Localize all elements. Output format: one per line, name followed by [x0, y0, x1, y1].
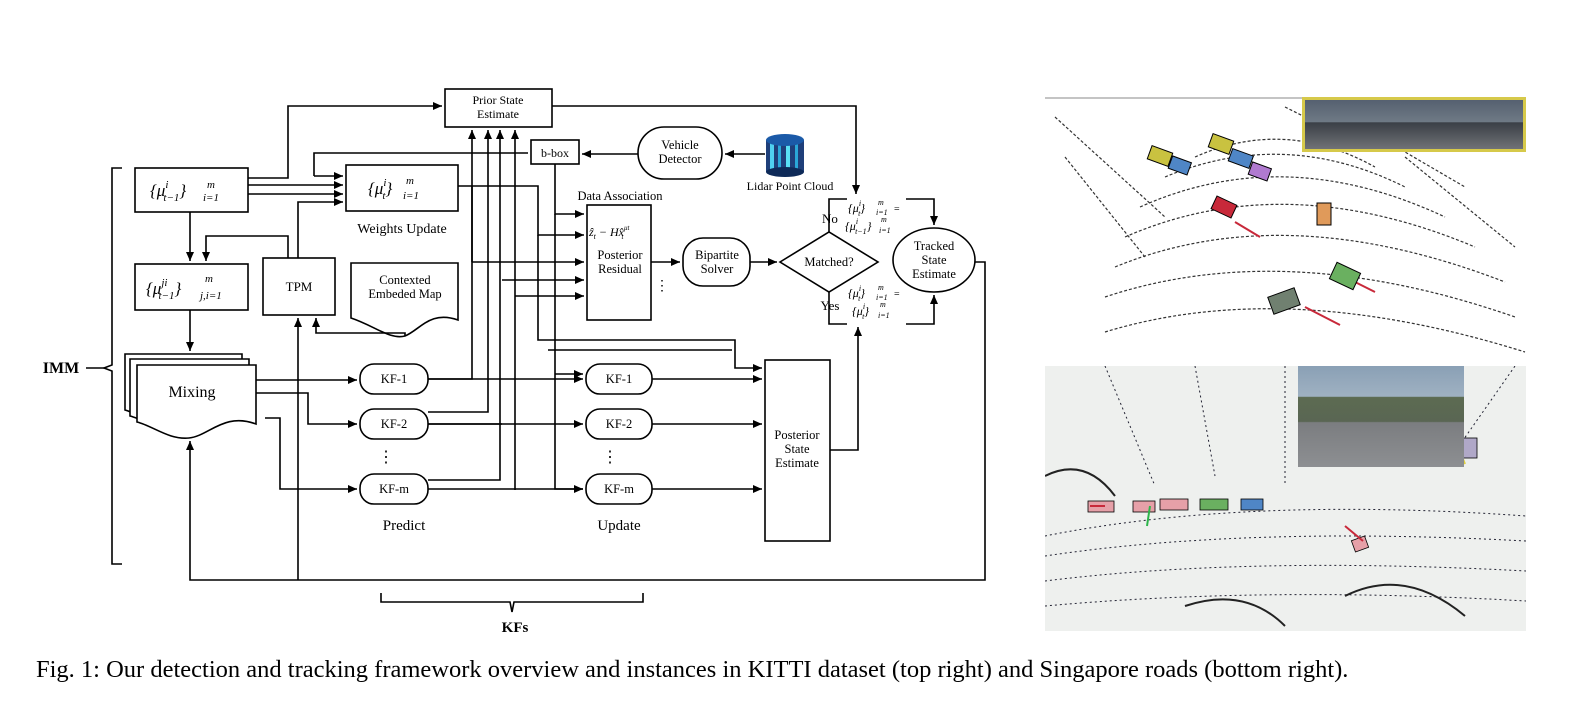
tpm-label: TPM: [286, 279, 313, 294]
tracked-line3: Estimate: [912, 267, 956, 281]
tracked-line2: State: [922, 253, 947, 267]
mixing-prob-box: [134, 263, 249, 311]
bipartite-line2: Solver: [701, 262, 734, 276]
kfm-update-label: KF-m: [604, 482, 634, 496]
posterior-state-line1: Posterior: [774, 428, 820, 442]
no-formula-2-m: m: [881, 215, 887, 224]
map-line2: Embeded Map: [368, 287, 441, 301]
mu-prev-m: m: [207, 179, 215, 191]
bipartite-line1: Bipartite: [695, 248, 739, 262]
tpm-box: [262, 257, 336, 316]
lidar-icon: [766, 134, 804, 177]
no-formula-eq: =: [894, 204, 900, 215]
data-association-label: Data Association: [577, 189, 663, 203]
yes-formula-eq: =: [894, 289, 900, 300]
imm-label: IMM: [43, 360, 79, 377]
posterior-residual-line1: Posterior: [597, 248, 643, 262]
map-line1: Contexted: [379, 273, 431, 287]
singapore-camera-inset: [1298, 366, 1464, 467]
kfm-predict-label: KF-m: [379, 482, 409, 496]
singapore-pointcloud-image: [1045, 366, 1526, 631]
kfs-label: KFs: [502, 620, 529, 636]
yes-formula-1-m: m: [878, 283, 884, 292]
vehicle-detector-line1: Vehicle: [661, 138, 699, 152]
no-formula-1-m: m: [878, 198, 884, 207]
mu-prev-i1: i=1: [203, 192, 219, 204]
weights-update-label: Weights Update: [357, 222, 446, 237]
predict-label: Predict: [383, 518, 426, 534]
prior-state-box: [444, 88, 553, 128]
imm-brace: [101, 167, 122, 565]
posterior-residual-line2: Residual: [598, 262, 642, 276]
kf1-update-label: KF-1: [606, 372, 632, 386]
prior-state-line1: Prior State: [473, 93, 524, 107]
tracked-line1: Tracked: [914, 239, 955, 253]
predict-vdots: ⋮: [378, 449, 394, 466]
residual-vdots: ⋮: [655, 279, 669, 294]
posterior-state-line2: State: [785, 442, 810, 456]
matched-diamond: [778, 231, 880, 293]
yes-formula-1-i: i=1: [876, 293, 888, 302]
yes-formula-2-m: m: [880, 300, 886, 309]
weights-m: m: [406, 175, 414, 187]
lidar-label: Lidar Point Cloud: [747, 179, 834, 193]
yes-label: Yes: [821, 298, 840, 313]
weights-i1: i=1: [403, 190, 419, 202]
no-formula-1-i: i=1: [876, 208, 888, 217]
mixing-prob-m: m: [205, 273, 213, 285]
matched-label: Matched?: [804, 255, 854, 269]
no-formula-2-i: i=1: [879, 226, 891, 235]
update-vdots: ⋮: [602, 449, 618, 466]
kf2-update-label: KF-2: [606, 417, 632, 431]
kitti-camera-inset: [1302, 97, 1526, 152]
prior-state-line2: Estimate: [477, 107, 519, 121]
no-label: No: [822, 211, 838, 226]
kf1-predict-label: KF-1: [381, 372, 407, 386]
mixing-box: [136, 364, 257, 439]
kf2-predict-label: KF-2: [381, 417, 407, 431]
update-label: Update: [597, 518, 641, 534]
mu-prev-box: [134, 167, 249, 213]
mixing-prob-ji1: j,i=1: [198, 290, 222, 302]
kfs-brace: [380, 593, 644, 613]
framework-diagram: IMM KFs Prior State Estimate b-box Vehic…: [43, 88, 986, 636]
posterior-state-line3: Estimate: [775, 456, 819, 470]
tracked-ellipse: [892, 227, 976, 293]
yes-formula-2-i: i=1: [878, 311, 890, 320]
weights-box: [345, 164, 459, 212]
bbox-label: b-box: [541, 146, 569, 160]
vehicle-detector-line2: Detector: [658, 152, 702, 166]
mixing-label: Mixing: [168, 384, 215, 401]
vehicle-detector-box: [637, 126, 723, 180]
figure-caption: Fig. 1: Our detection and tracking frame…: [36, 656, 1349, 683]
